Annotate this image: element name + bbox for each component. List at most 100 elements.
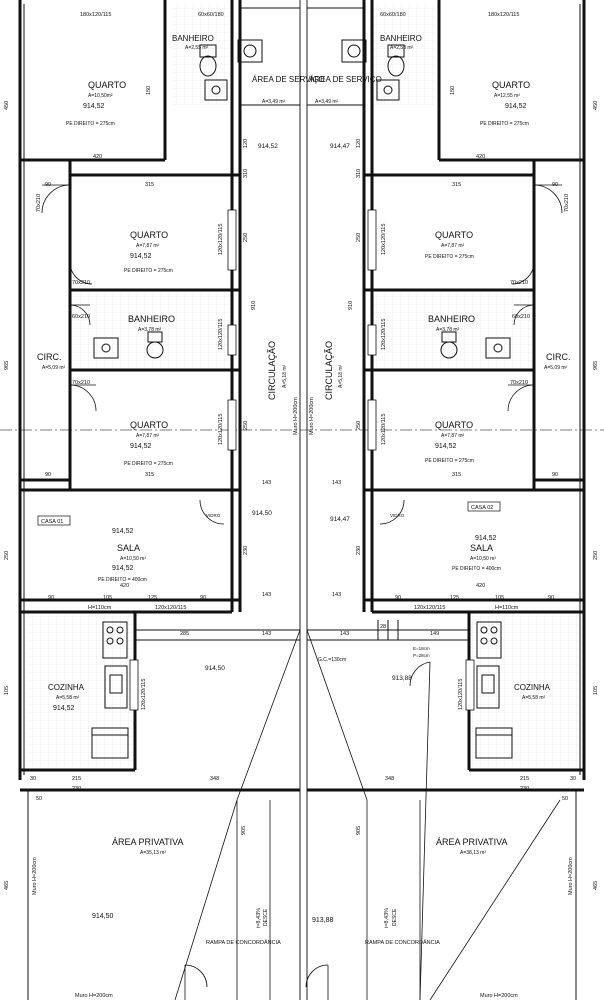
kitchen-floor-tiles	[26, 615, 133, 767]
dim-height-150: 150	[450, 86, 456, 95]
dim-door-70-210-bot: 70x210	[72, 380, 90, 386]
stove-icon	[102, 621, 128, 659]
room-area: A=5,58 m²	[56, 695, 80, 701]
room-name: BANHEIRO	[128, 314, 175, 324]
dim-143c: 143	[262, 631, 271, 637]
room-area: A=10,50 m²	[120, 556, 146, 562]
room-name: BANHEIRO	[428, 314, 475, 324]
room-name: CIRCULAÇÃO	[324, 341, 334, 400]
dim-height-965: 965	[593, 361, 599, 370]
dim-janela-4: 120x120/115	[458, 679, 464, 710]
muro-bottom: Muro H=200cm	[75, 993, 113, 999]
room-area: A=7,87 m²	[441, 433, 465, 439]
room-name: ÁREA DE SERVIÇO	[309, 75, 382, 84]
dim-width-90b: 90	[552, 472, 558, 478]
level-mark: 914,52	[475, 535, 497, 542]
dim-window-120: 120x120/115	[414, 605, 445, 611]
dim-width-420b: 420	[120, 583, 129, 589]
ramp-label: RAMPA DE CONCORDÂNCIA	[365, 939, 440, 946]
room-area: A=10,50m²	[88, 93, 113, 99]
dim-width-90c: 90	[548, 595, 554, 601]
ramp-lines	[306, 629, 561, 1000]
room-name: CIRCULAÇÃO	[267, 341, 277, 400]
room-area: A=7,87 m²	[136, 433, 160, 439]
dim-janela-2: 120x120/115	[218, 319, 224, 350]
level-mark: 914,47	[330, 143, 350, 150]
dim-janela-1: 120x120/115	[218, 224, 224, 255]
level-mark: 914,52	[130, 253, 152, 260]
door-arcs	[305, 184, 563, 1000]
dim-width-420a: 420	[93, 154, 102, 160]
room-area: A=12,55 m²	[494, 93, 520, 99]
dim-910: 910	[251, 301, 257, 310]
dim-door-70-210-top: 70x210	[36, 194, 42, 212]
room-name: ÁREA DE SERVIÇO	[252, 75, 325, 84]
room-area: A=2,55 m²	[185, 45, 209, 51]
dim-width-90b: 90	[45, 472, 51, 478]
room-name: QUARTO	[492, 80, 530, 90]
dim-143b: 143	[332, 592, 341, 598]
dim-width-50: 50	[562, 796, 568, 802]
dim-width-125: 125	[450, 595, 459, 601]
dim-width-420a: 420	[476, 154, 485, 160]
dim-width-230: 230	[72, 786, 81, 792]
room-name: ÁREA PRIVATIVA	[436, 837, 508, 847]
room-area: A=3,49 m²	[262, 99, 286, 105]
level-mark: 914,47	[330, 516, 350, 523]
dim-905: 905	[356, 826, 362, 835]
level-mark: 914,52	[83, 103, 105, 110]
ceiling-height: PE DIREITO = 400cm	[98, 577, 147, 583]
dim-120: 120	[243, 139, 249, 148]
garage-clearance: G.C.=130cm	[318, 657, 346, 663]
dim-width-215: 215	[72, 776, 81, 782]
level-mark: 914,52	[112, 528, 134, 535]
dim-height-250: 250	[4, 551, 10, 560]
step-tread: P=28cm	[413, 653, 430, 658]
ceiling-height: PE DIREITO = 275cm	[425, 254, 474, 260]
bathroom2-floor-tiles	[374, 293, 531, 368]
dim-width-90a: 90	[45, 182, 51, 188]
ramp-slope: i=8,43%	[256, 908, 262, 928]
toilet-icon	[146, 331, 164, 359]
room-area: A=5,09 m²	[42, 365, 66, 371]
room-area: A=7,87 m²	[136, 243, 160, 249]
dim-h-110: H=110cm	[495, 605, 519, 611]
dim-height-465: 465	[593, 881, 599, 890]
dim-143a: 143	[332, 480, 341, 486]
room-name: CIRC.	[37, 352, 62, 362]
room-name: SALA	[117, 543, 140, 553]
sink-icon	[204, 79, 228, 101]
level-mark: 914,52	[130, 443, 152, 450]
dim-width-420b: 420	[476, 583, 485, 589]
ceiling-height: PE DIREITO = 275cm	[480, 121, 529, 127]
toilet-icon	[440, 331, 458, 359]
dim-910: 910	[348, 301, 354, 310]
dim-143c: 143	[340, 631, 349, 637]
ramp-lines	[174, 629, 301, 1000]
level-mark: 914,50	[92, 913, 114, 920]
level-mark: 913,88	[312, 917, 334, 924]
dim-width-30: 30	[30, 776, 36, 782]
dim-janela-4: 120x120/115	[141, 679, 147, 710]
room-area: A=3,78 m²	[138, 327, 162, 333]
dim-width-315a: 315	[452, 182, 461, 188]
dim-height-150: 150	[146, 86, 152, 95]
dim-door-70-210-bot: 70x210	[510, 380, 528, 386]
dim-230: 230	[356, 546, 362, 555]
dim-janela-3: 120x120/115	[381, 414, 387, 445]
dim-width-28: 28	[380, 624, 386, 630]
ramp-direction: DESCE	[392, 908, 398, 926]
ceiling-height: PE DIREITO = 275cm	[425, 458, 474, 464]
dim-width-315b: 315	[452, 472, 461, 478]
room-area: A=5,18 m²	[338, 364, 344, 388]
ceiling-height: PE DIREITO = 275cm	[66, 121, 115, 127]
room-name: COZINHA	[48, 683, 85, 692]
fridge-icon	[91, 727, 129, 759]
level-mark: 914,52	[258, 143, 278, 150]
dim-height-105: 105	[593, 686, 599, 695]
room-area: A=3,78 m²	[436, 327, 460, 333]
dim-height-250: 250	[593, 551, 599, 560]
dim-width-348: 348	[210, 776, 219, 782]
level-mark: 914,52	[505, 103, 527, 110]
dim-width-149: 149	[430, 631, 439, 637]
